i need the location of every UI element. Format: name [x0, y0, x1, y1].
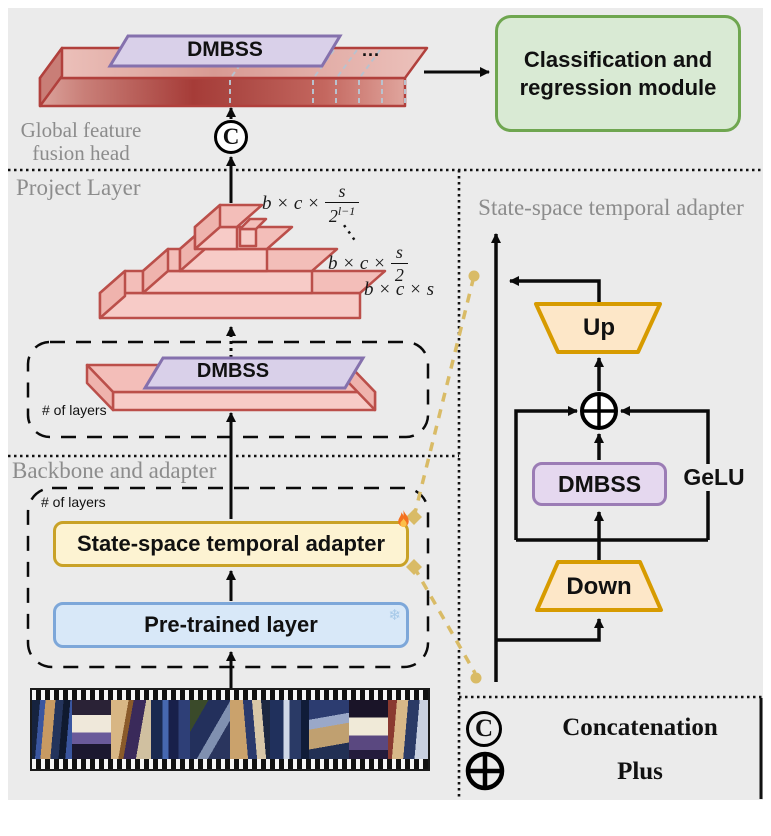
fraction-denominator: 2 — [390, 263, 408, 284]
video-frame — [111, 700, 151, 759]
pyramid-label-mid-prefix: b × c × — [328, 252, 386, 274]
classification-module-label: Classification and regression module — [519, 47, 717, 100]
filmstrip-sprockets-bottom — [32, 759, 428, 769]
legend-concat-symbol: C — [466, 711, 502, 747]
video-frame — [309, 700, 349, 759]
state-space-adapter-label: State-space temporal adapter — [76, 531, 386, 556]
video-frame — [150, 700, 191, 759]
video-frame — [190, 700, 230, 759]
denominator-base: 2 — [328, 206, 338, 226]
filmstrip-frames — [32, 700, 428, 759]
fire-icon — [395, 510, 412, 531]
down-projection-label: Down — [566, 573, 632, 600]
up-projection-label: Up — [583, 314, 615, 341]
classification-module-box: Classification and regression module — [495, 15, 741, 132]
gelu-label: GeLU — [676, 464, 752, 491]
pyramid-label-top: b × c × s 2l−1 — [262, 181, 360, 226]
video-frame — [269, 700, 310, 759]
denominator-exponent: l−1 — [337, 204, 356, 218]
dmbss-mid-label: DMBSS — [196, 360, 270, 382]
fraction-denominator: 2l−1 — [324, 202, 360, 226]
pyramid-label-top-fraction: s 2l−1 — [324, 181, 360, 226]
video-frame — [32, 700, 72, 759]
pyramid-label-mid-fraction: s 2 — [390, 242, 408, 284]
dmbss-top-label: DMBSS — [187, 38, 263, 61]
concat-symbol-letter: C — [222, 124, 240, 149]
fraction-numerator: s — [395, 242, 403, 262]
adapter-detail-title: State-space temporal adapter — [478, 195, 744, 220]
dmbss-adapter-label: DMBSS — [557, 470, 642, 497]
pyramid-label-mid: b × c × s 2 — [328, 243, 408, 284]
section-label-project-layer: Project Layer — [16, 175, 141, 200]
layers-note-backbone: # of layers — [41, 494, 106, 510]
filmstrip-sprockets-top — [32, 690, 428, 700]
state-space-adapter-box: State-space temporal adapter — [53, 510, 409, 567]
video-frames-strip — [30, 688, 430, 771]
video-frame — [348, 700, 389, 759]
feature-bar-ellipsis: ... — [362, 40, 381, 60]
snowflake-icon: ❄ — [388, 607, 401, 624]
section-label-global-head: Global feature fusion head — [20, 118, 142, 165]
video-frame — [229, 700, 270, 759]
pretrained-layer-label: Pre-trained layer — [144, 612, 318, 637]
layers-note-project: # of layers — [42, 402, 107, 418]
section-label-backbone: Backbone and adapter — [12, 458, 217, 483]
legend-concat-letter: C — [474, 715, 494, 742]
video-frame — [388, 700, 428, 759]
concat-symbol: C — [214, 120, 248, 154]
pyramid-label-bottom: b × c × s — [364, 279, 434, 300]
pyramid-label-top-prefix: b × c × — [262, 192, 320, 214]
fraction-numerator: s — [338, 181, 346, 201]
legend-plus-label: Plus — [617, 758, 663, 785]
pretrained-layer-box: Pre-trained layer ❄ — [53, 602, 409, 648]
dmbss-adapter-box: DMBSS — [532, 462, 667, 506]
video-frame — [71, 700, 112, 759]
legend-concat-label: Concatenation — [562, 714, 718, 741]
